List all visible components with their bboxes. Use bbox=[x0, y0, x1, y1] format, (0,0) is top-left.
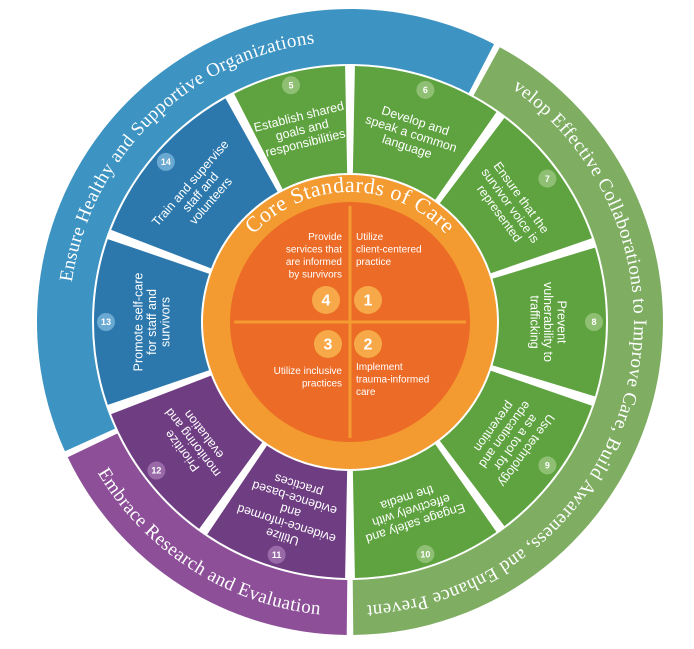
segment-number: 8 bbox=[591, 317, 596, 327]
core-number: 1 bbox=[364, 293, 373, 310]
segment-shape bbox=[111, 98, 278, 269]
segment-number-badge bbox=[281, 76, 300, 95]
core-standard-label-line: practice bbox=[356, 257, 391, 268]
segment-number: 5 bbox=[288, 80, 293, 90]
segment-number: 12 bbox=[151, 466, 161, 476]
segment-shape bbox=[93, 239, 210, 405]
core-standard-label-line: trauma-informed bbox=[356, 375, 429, 386]
segment-shape bbox=[234, 66, 348, 190]
segment-number-badge bbox=[538, 169, 557, 188]
segment-label-line: trafficking bbox=[528, 295, 542, 348]
segment-shape bbox=[439, 370, 592, 527]
core-standard-label-line: by survivors bbox=[289, 270, 342, 281]
core-standard-label-line: Utilize inclusive bbox=[274, 366, 343, 377]
segment-shape bbox=[352, 66, 497, 200]
segment-shape bbox=[111, 375, 263, 529]
core-number: 4 bbox=[322, 293, 331, 310]
segment-number: 11 bbox=[272, 550, 282, 560]
segment-shape bbox=[492, 247, 607, 397]
segment-number: 13 bbox=[101, 317, 111, 327]
core-number: 2 bbox=[364, 337, 373, 354]
segment-label-line: for staff and bbox=[145, 289, 159, 355]
segment-number-badge bbox=[147, 461, 166, 480]
segment-number-badge bbox=[267, 545, 286, 564]
standard-segment-11: 11Utilizeevidence-informedandevidence-ba… bbox=[207, 445, 348, 578]
core-standard-label-line: practices bbox=[302, 379, 342, 390]
core-number: 3 bbox=[324, 337, 333, 354]
segment-label-line: and bbox=[278, 501, 302, 521]
outer-ring-blue bbox=[37, 9, 495, 452]
segment-number-badge bbox=[416, 80, 435, 99]
segment-label-line: Promote self-care bbox=[132, 273, 146, 372]
segment-shape bbox=[352, 444, 497, 578]
outer-ring-green bbox=[352, 47, 664, 635]
segment-number: 14 bbox=[161, 157, 171, 167]
segment-number-badge bbox=[97, 313, 115, 331]
core-number-badge bbox=[312, 286, 340, 314]
segment-number: 6 bbox=[423, 85, 428, 95]
core-circle: Core Standards of Care1Utilizeclient-cen… bbox=[203, 172, 497, 469]
core-standard-label-line: services that bbox=[286, 245, 342, 256]
core-number-badge bbox=[314, 330, 342, 358]
core-standard-label-line: Utilize bbox=[356, 232, 384, 243]
outer-ring-purple bbox=[67, 433, 348, 635]
segment-number: 10 bbox=[420, 549, 430, 559]
core-number-badge bbox=[354, 330, 382, 358]
segment-number-badge bbox=[538, 456, 557, 475]
core-standard-label-line: are informed bbox=[286, 257, 342, 268]
segment-shape bbox=[439, 117, 592, 274]
outer-ring bbox=[37, 9, 664, 635]
core-standard-label-line: care bbox=[356, 387, 376, 398]
segment-shape bbox=[207, 445, 348, 578]
core-number-badge bbox=[354, 286, 382, 314]
segment-number-badge bbox=[416, 545, 435, 564]
segment-label-line: vulnerability to bbox=[541, 282, 555, 362]
core-standard-label-line: Implement bbox=[356, 362, 403, 373]
segment-label-line: Prevent bbox=[555, 300, 569, 344]
segment-number: 9 bbox=[545, 461, 550, 471]
segment-number-badge bbox=[585, 313, 603, 331]
core-standard-label-line: client-centered bbox=[356, 245, 422, 256]
core-standard-label-line: Provide bbox=[308, 232, 342, 243]
segment-number: 7 bbox=[545, 174, 550, 184]
segment-number-badge bbox=[156, 152, 175, 171]
segment-label-line: survivors bbox=[159, 297, 173, 347]
